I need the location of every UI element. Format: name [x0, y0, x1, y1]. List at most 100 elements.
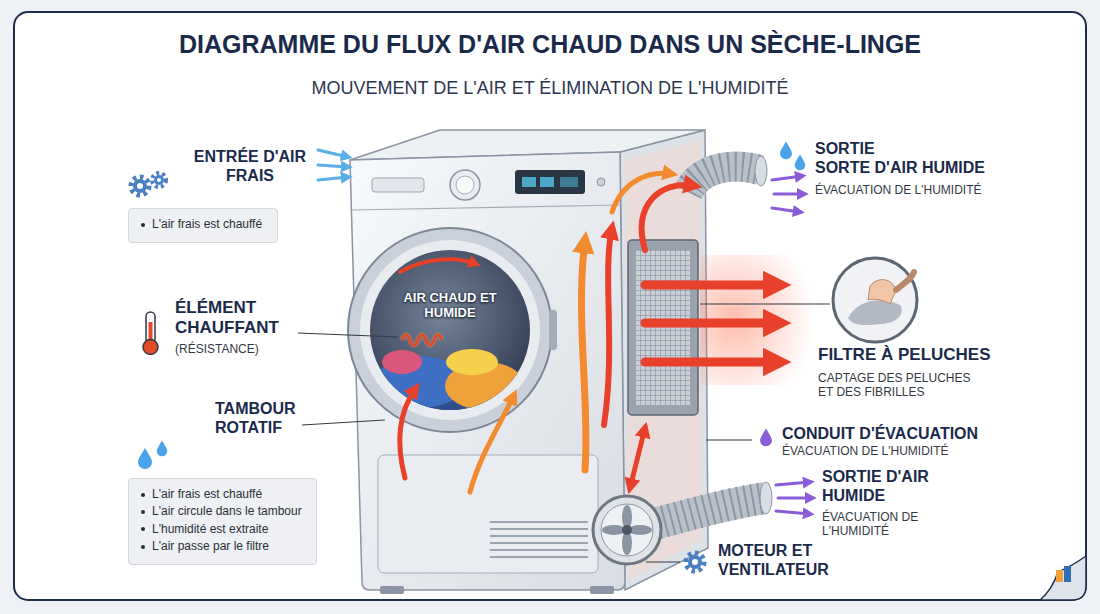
dryer-body-rect	[515, 170, 585, 194]
icons-circle	[692, 559, 698, 565]
icons-path	[795, 155, 806, 171]
drum-door-circle	[348, 228, 552, 432]
part-note: ÉVACUATION DE L'HUMIDITÉ	[822, 510, 942, 538]
icons-circle	[154, 175, 164, 185]
bullet-row: L'humidité est extraite	[141, 521, 304, 538]
leader-lines-line	[302, 420, 385, 425]
icons-circle	[137, 183, 143, 189]
frame-rect	[14, 12, 1086, 600]
exhaust-hoses-path	[688, 167, 760, 192]
airflow-arrows-path	[774, 193, 804, 196]
exhaust-hoses-path	[650, 498, 765, 525]
part-label: SORTIE D'AIR HUMIDE	[822, 468, 952, 506]
bullet-row: L'air passe par le filtre	[141, 538, 304, 555]
dryer-body-rect	[522, 177, 536, 187]
magnifier-lint-path	[868, 280, 896, 304]
dryer-body-g	[490, 522, 588, 557]
airflow-arrows-path	[581, 240, 586, 470]
icons-circle	[688, 555, 702, 569]
airflow-arrows-path	[772, 208, 800, 212]
magnifier-lint-circle	[833, 258, 917, 342]
part-label: MOTEUR ET VENTILATEUR	[718, 542, 868, 580]
airflow-arrows-path	[645, 319, 780, 328]
icons-circle	[133, 179, 147, 193]
part-label: ÉLÉMENT CHAUFFANT	[175, 298, 300, 338]
leader-lines-line	[700, 303, 830, 304]
icons-path	[157, 441, 168, 457]
page-curl-rect	[1064, 566, 1071, 582]
bullet-row: L'air frais est chauffé	[141, 486, 304, 503]
drum-door-path	[402, 335, 442, 345]
airflow-arrows-path	[400, 259, 476, 272]
bullet-text: L'air frais est chauffé	[152, 216, 262, 233]
bullet-dot	[141, 545, 145, 549]
part-label: SORTIE	[815, 140, 1055, 159]
drum-door-circle	[370, 250, 530, 410]
magnifier-lint-path	[896, 272, 914, 290]
bullet-dot	[141, 493, 145, 497]
drum-door-path	[402, 335, 442, 345]
dryer-body-path	[350, 152, 625, 590]
dryer-body-g-line	[490, 528, 588, 530]
dryer-body-circle	[456, 176, 474, 194]
dryer-body-rect	[590, 586, 614, 594]
icons-path	[760, 429, 772, 447]
airflow-arrows-path	[400, 388, 416, 478]
dryer-body-g-line	[490, 549, 588, 551]
airflow-arrows-path	[776, 482, 810, 485]
icons	[131, 142, 805, 572]
exhaust-hoses	[650, 156, 772, 525]
page-curl	[1040, 556, 1086, 600]
airflow-arrows-path	[318, 150, 348, 157]
exhaust-hoses-path	[650, 498, 765, 525]
icons-circle	[157, 178, 161, 182]
part-note: (RÉSISTANCE)	[175, 342, 300, 356]
icons-circle	[131, 177, 149, 195]
icons-circle	[143, 340, 158, 355]
motor-fan	[593, 496, 661, 564]
dryer-body-g-line	[490, 556, 588, 558]
leader-lines-line	[646, 561, 680, 562]
bullet-row: L'air circule dans le tambour	[141, 503, 304, 520]
leader-lines-line	[298, 333, 398, 337]
lint-filter	[628, 240, 815, 415]
airflow-arrows-path	[776, 511, 810, 514]
drum-door-g-ellipse	[382, 350, 422, 374]
dryer-body-rect	[378, 455, 598, 573]
motor-fan-circle	[601, 504, 653, 556]
frame	[14, 12, 1086, 600]
bullet-dot	[141, 527, 145, 531]
airflow-arrows-path	[645, 358, 780, 367]
dryer-body-circle	[597, 178, 605, 186]
bullet-text: L'air passe par le filtre	[152, 538, 269, 555]
part-note: CAPTAGE DES PELUCHES ET DES FIBRILLES	[818, 371, 988, 399]
note-box: L'air frais est chaufféL'air circule dan…	[128, 478, 317, 565]
subtitle: MOUVEMENT DE L'AIR ET ÉLIMINATION DE L'H…	[0, 78, 1100, 99]
exhaust-hoses-ellipse	[760, 482, 772, 514]
drum-door	[348, 228, 557, 432]
dryer-body-circle	[450, 170, 480, 200]
airflow-arrows-path	[630, 428, 645, 488]
magnifier-lint	[833, 258, 917, 342]
dryer-body-rect	[540, 177, 554, 187]
bullet-text: L'air frais est chauffé	[152, 486, 262, 503]
dryer-body-g-line	[490, 521, 588, 523]
part-note: ÉVACUATION DE L'HUMIDITÉ	[815, 183, 1055, 197]
part-label: TAMBOUR ROTATIF	[215, 400, 315, 438]
leader-lines-line	[706, 439, 752, 440]
bullet-row: L'air frais est chauffé	[141, 216, 265, 233]
airflow-arrows-path	[778, 497, 812, 500]
dryer-body-rect	[380, 586, 404, 594]
airflow-arrows-path	[318, 165, 348, 167]
page-curl-rect	[1056, 570, 1063, 582]
icons-circle	[686, 553, 704, 571]
bullet-dot	[141, 510, 145, 514]
airflow-arrows-path	[645, 281, 780, 290]
airflow-arrows	[318, 150, 812, 514]
flow-label: AIR CHAUD ET HUMIDE	[390, 290, 510, 321]
part-label: ENTRÉE D'AIR FRAIS	[185, 148, 315, 186]
magnifier-lint-path	[848, 300, 902, 325]
bullet-text: L'humidité est extraite	[152, 521, 268, 538]
dryer-body-g-line	[490, 542, 588, 544]
